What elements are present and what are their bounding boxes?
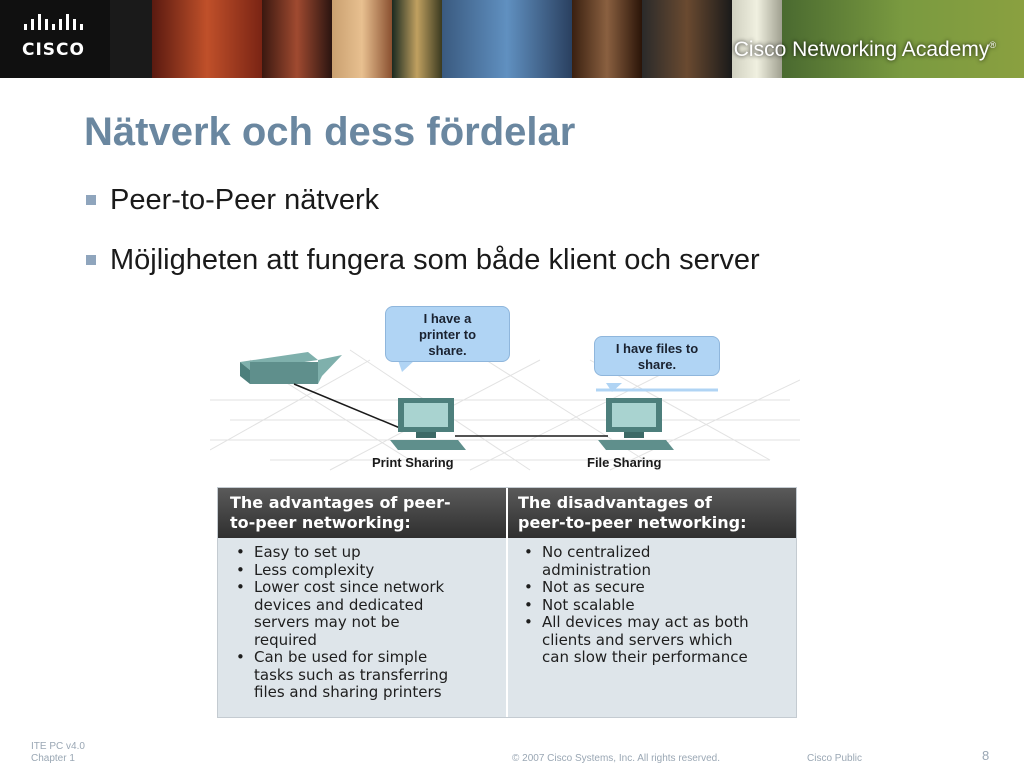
footer-copyright: © 2007 Cisco Systems, Inc. All rights re… bbox=[512, 753, 721, 764]
list-item: All devices may act as both clients and … bbox=[512, 613, 749, 667]
speech-bubble-printer: I have a printer to share. bbox=[385, 306, 510, 362]
bullet-square-icon bbox=[86, 255, 96, 265]
banner-photo-strip: Cisco Networking Academy® bbox=[152, 0, 1024, 78]
bullet-square-icon bbox=[86, 195, 96, 205]
advantages-list: Easy to set up Less complexity Lower cos… bbox=[224, 543, 448, 702]
bullet-item: Möjligheten att fungera som både klient … bbox=[86, 242, 760, 302]
diagram-graphic bbox=[210, 349, 800, 471]
footer-chapter: Chapter 1 bbox=[31, 753, 75, 764]
list-item: Not as secure bbox=[512, 578, 749, 597]
list-item: Lower cost since network devices and ded… bbox=[224, 578, 448, 649]
advantages-header: The advantages of peer- to-peer networki… bbox=[230, 493, 451, 532]
footer-course: ITE PC v4.0 bbox=[31, 741, 85, 752]
disadvantages-list: No centralized administration Not as sec… bbox=[512, 543, 749, 667]
bullet-list: Peer-to-Peer nätverk Möjligheten att fun… bbox=[86, 182, 760, 302]
printer-icon bbox=[240, 352, 342, 384]
column-divider bbox=[506, 488, 508, 717]
cisco-wordmark: CISCO bbox=[22, 40, 85, 60]
computer-icon bbox=[390, 398, 466, 450]
slide-title: Nätverk och dess fördelar bbox=[84, 110, 576, 154]
disadvantages-header: The disadvantages of peer-to-peer networ… bbox=[518, 493, 747, 532]
list-item: Can be used for simple tasks such as tra… bbox=[224, 648, 448, 702]
comparison-table: The advantages of peer- to-peer networki… bbox=[217, 487, 797, 718]
cisco-logo: CISCO bbox=[0, 0, 110, 78]
computer-icon bbox=[598, 398, 674, 450]
bullet-item: Peer-to-Peer nätverk bbox=[86, 182, 760, 242]
list-item: No centralized administration bbox=[512, 543, 749, 579]
list-item: Not scalable bbox=[512, 596, 749, 615]
page-number: 8 bbox=[982, 748, 990, 763]
footer-classification: Cisco Public bbox=[807, 753, 863, 764]
print-sharing-label: Print Sharing bbox=[372, 455, 454, 470]
header-banner: CISCO Cisco Networking Academy® bbox=[0, 0, 1024, 78]
p2p-diagram: I have a printer to share. I have files … bbox=[210, 300, 800, 480]
list-item: Easy to set up bbox=[224, 543, 448, 562]
file-sharing-label: File Sharing bbox=[587, 455, 662, 470]
speech-bubble-files: I have files to share. bbox=[594, 336, 720, 376]
academy-wordmark: Cisco Networking Academy® bbox=[733, 38, 996, 61]
list-item: Less complexity bbox=[224, 561, 448, 580]
